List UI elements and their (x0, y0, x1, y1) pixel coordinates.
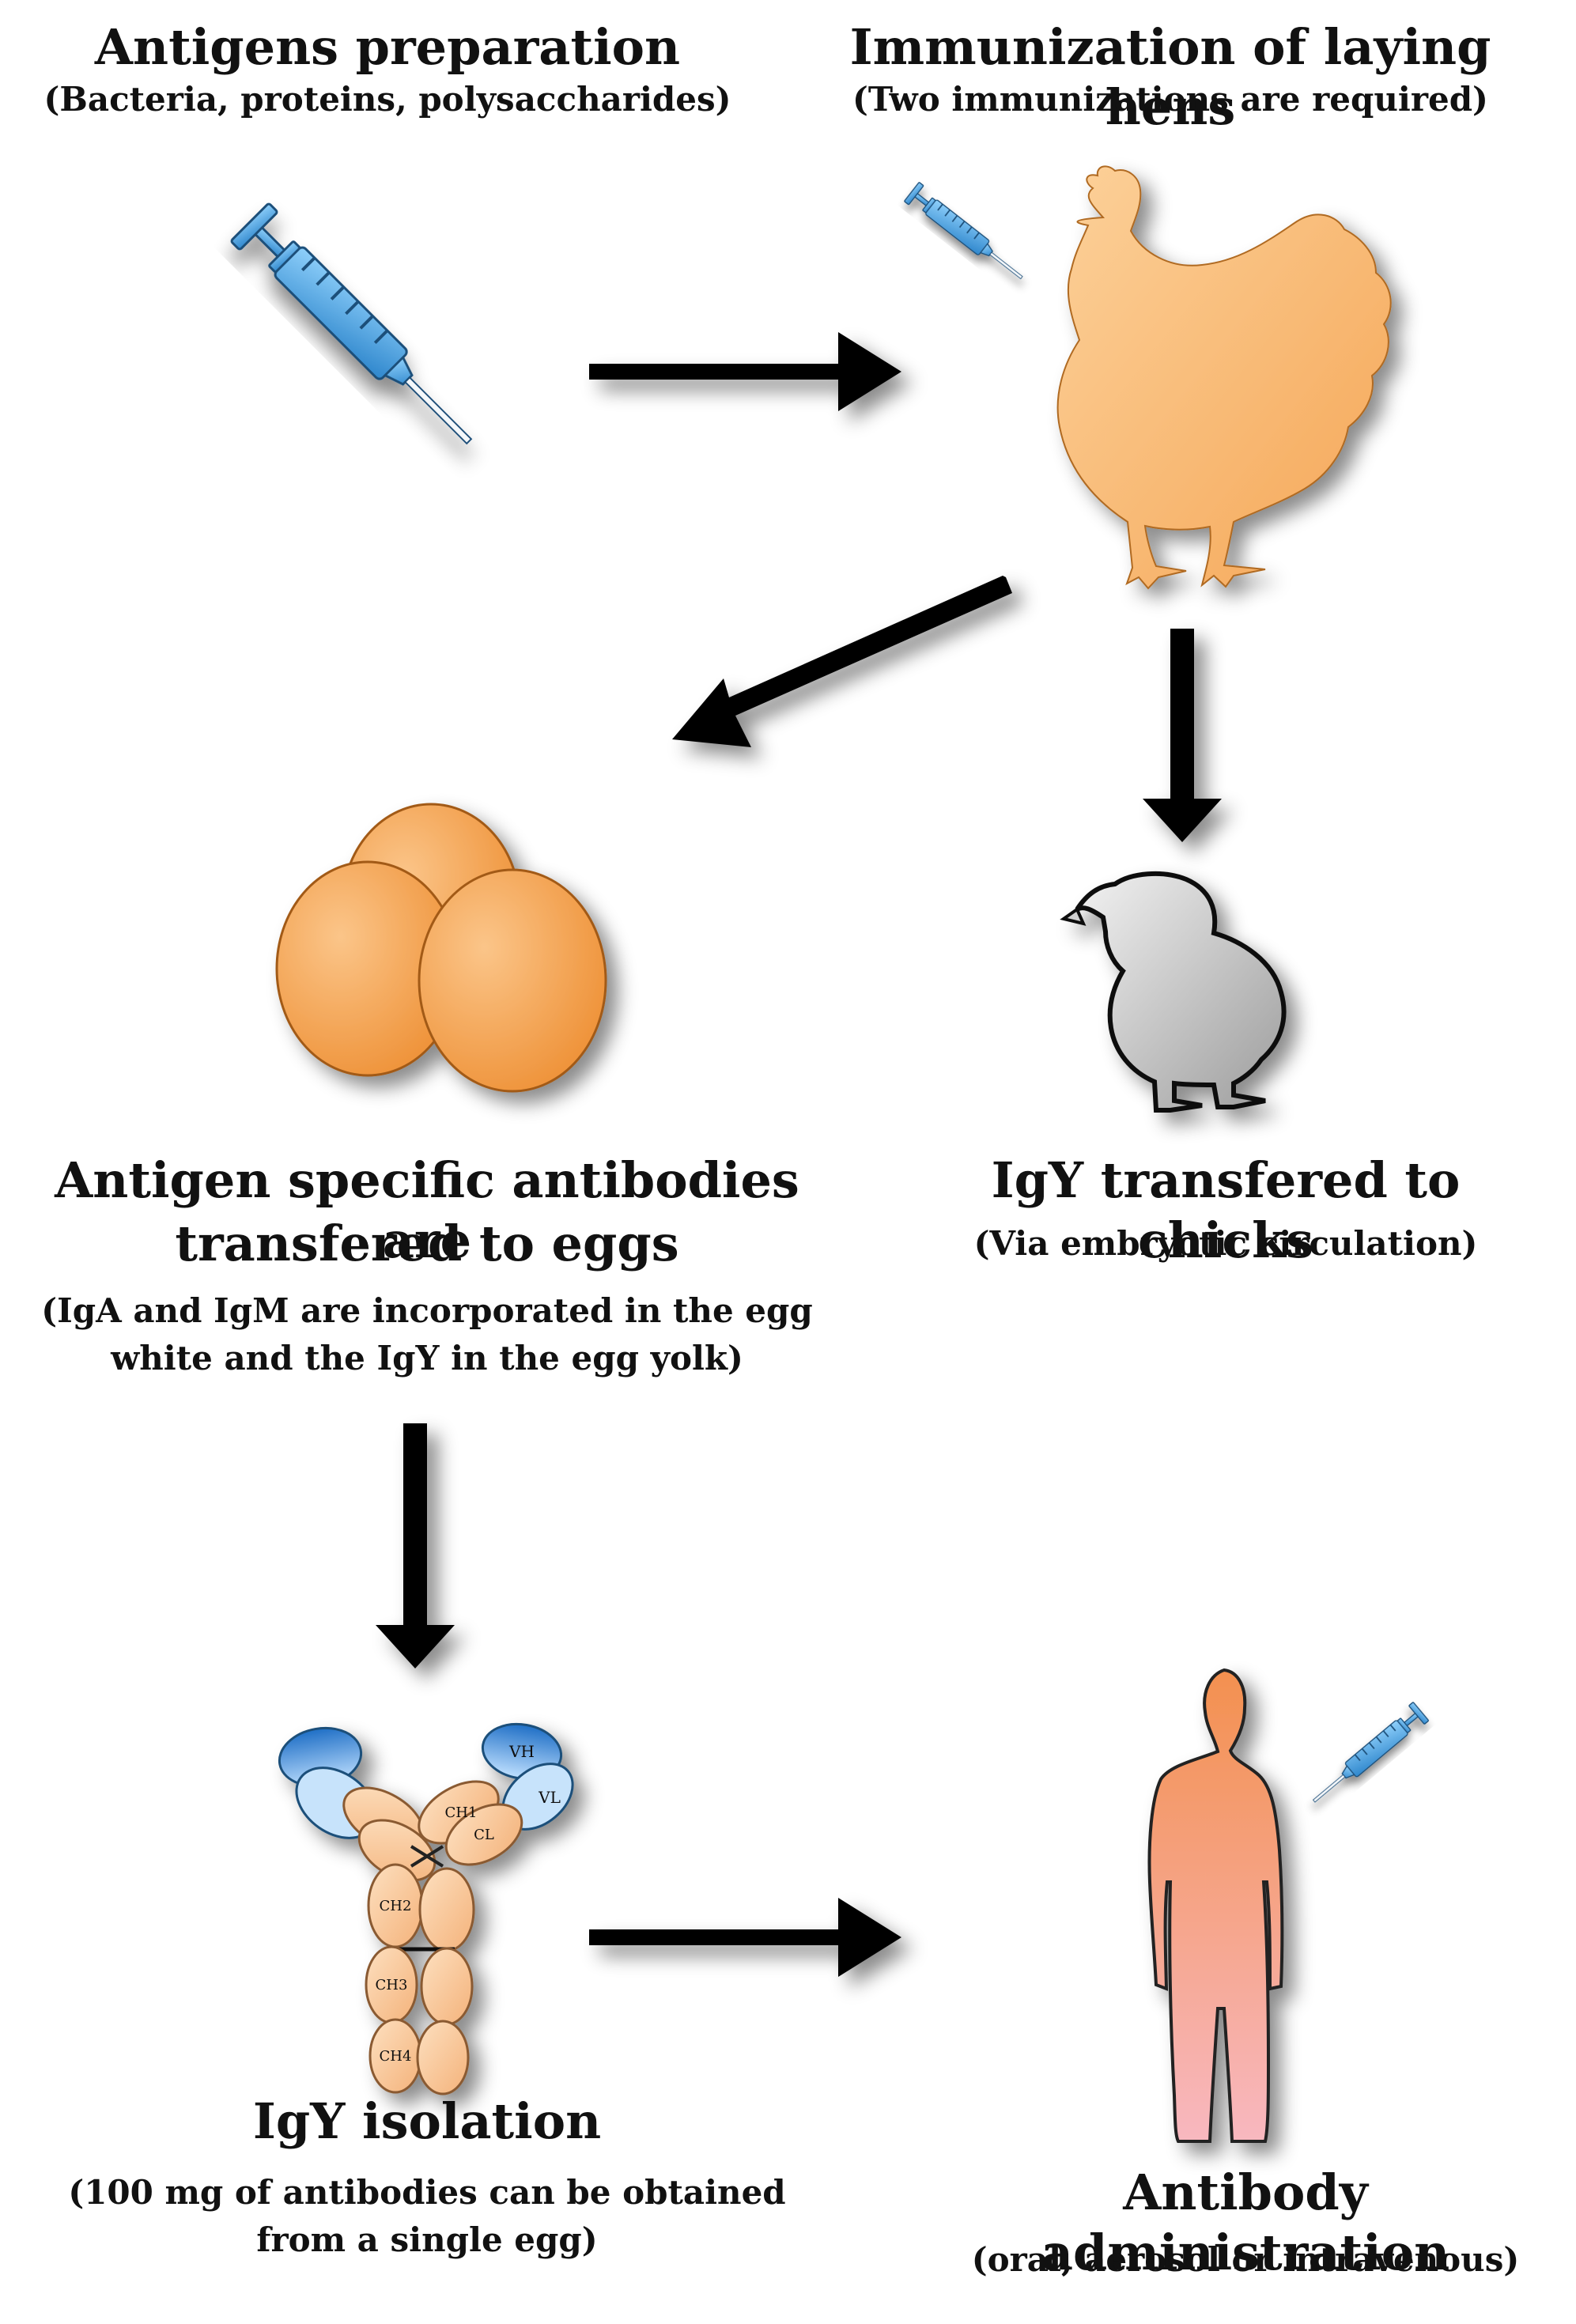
antigen-prep-title: Antigens preparation (94, 18, 681, 76)
syringe-icon (231, 203, 488, 460)
arrow-right-bottom (589, 1898, 901, 1977)
antibody-icon: VH VL CH1 CL CH2 CH3 CH4 (278, 1722, 574, 2095)
immunization-subtitle: (Two immunizations are required) (852, 80, 1488, 119)
isolation-subtitle-line2: from a single egg) (256, 2220, 598, 2259)
antigen-prep-subtitle: (Bacteria, proteins, polysaccharides) (43, 80, 731, 119)
eggs-title-line2: transfered to eggs (175, 1215, 679, 1272)
vl-label: VL (538, 1788, 561, 1807)
eggs-subtitle-line1: (IgA and IgM are incorporated in the egg (41, 1291, 813, 1330)
arrow-down-left (376, 1423, 455, 1668)
immunization-title: Immunization of laying hens (849, 18, 1491, 136)
chick-icon (1060, 871, 1287, 1113)
vh-label: VH (508, 1742, 535, 1761)
ch1-label: CH1 (445, 1804, 478, 1821)
person-icon (1147, 1668, 1284, 2143)
arrow-right-top (589, 332, 901, 411)
ch2-label: CH2 (380, 1898, 412, 1914)
arrow-diagonal (672, 576, 1012, 747)
small-syringe-icon-2 (1306, 1701, 1430, 1812)
administration-title: Antibody administration (1041, 2163, 1450, 2281)
hen-icon (1056, 165, 1392, 590)
chicks-subtitle: (Via embryotic circulation) (973, 1224, 1478, 1263)
administration-subtitle: (oral, aerosol or intravenous) (971, 2240, 1520, 2279)
isolation-subtitle-line1: (100 mg of antibodies can be obtained (68, 2173, 786, 2212)
cl-label: CL (474, 1827, 494, 1843)
ch4-label: CH4 (380, 2048, 412, 2065)
eggs-title-line1: Antigen specific antibodies are (55, 1151, 799, 1269)
eggs-subtitle-line2: white and the IgY in the egg yolk) (111, 1339, 743, 1377)
small-syringe-icon (903, 181, 1030, 289)
arrow-down-right (1143, 629, 1222, 842)
eggs-icon (275, 803, 607, 1093)
chicks-title: IgY transfered to chicks (991, 1151, 1461, 1269)
ch3-label: CH3 (376, 1977, 408, 1993)
isolation-title: IgY isolation (252, 2092, 602, 2150)
arrows (376, 332, 1222, 1977)
